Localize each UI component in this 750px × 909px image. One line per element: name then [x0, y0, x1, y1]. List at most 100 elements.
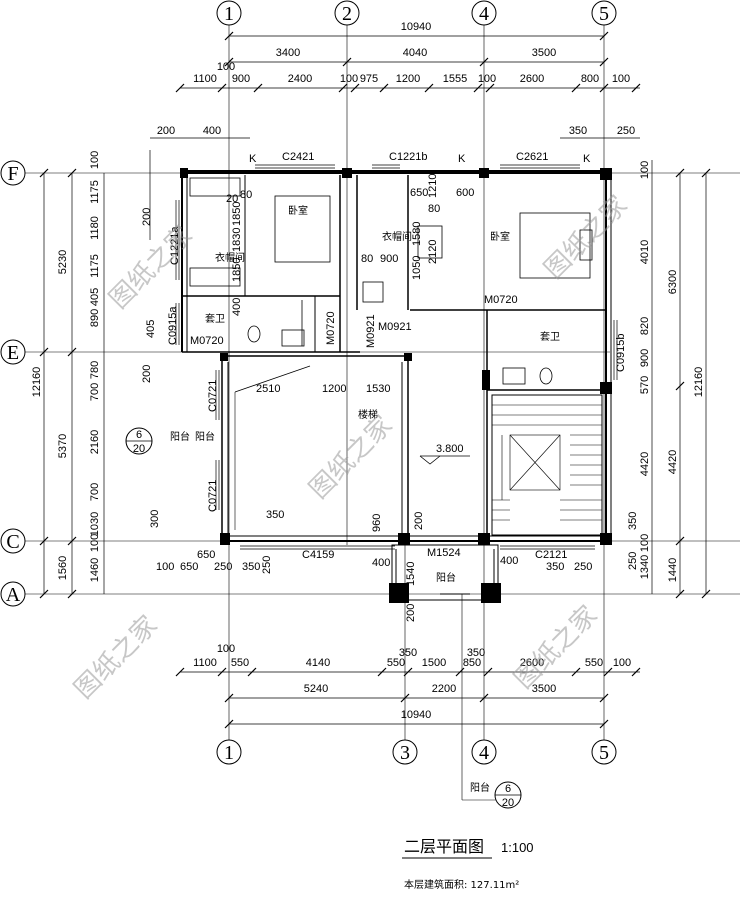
- room-closet-mid: 衣帽间: [382, 230, 412, 243]
- dim-int-7: 200: [141, 208, 153, 226]
- fixtures: [189, 177, 593, 385]
- axis-bubbles: [0, 0, 617, 765]
- code-M0720-left: M0720: [190, 335, 224, 347]
- watermark-1: 图纸之家: [104, 220, 199, 315]
- code-C2121: C2121: [535, 549, 567, 561]
- dim-top-row2-6: 1200: [396, 73, 420, 85]
- dim-int-16: 80: [361, 253, 373, 265]
- room-balcony-side-b: 阳台: [195, 430, 215, 443]
- dim-left-row2-11: 100: [89, 534, 101, 552]
- dim-top-row1-a: 3400: [276, 47, 300, 59]
- axis-label-bottom-5: 5: [599, 742, 609, 764]
- dimension-lines: [43, 35, 707, 725]
- dim-int-32: 1540: [405, 562, 417, 586]
- axis-label-C: C: [6, 531, 19, 553]
- detail-ref-left-num: 6: [136, 429, 142, 441]
- room-balcony-ref: 阳台: [470, 781, 490, 794]
- dim-bot-row1-1: 1100: [193, 657, 217, 669]
- dim-left-row1-2: 1560: [57, 556, 69, 580]
- dim-right-row2-4: 570: [639, 376, 651, 394]
- dim-int-0: 80: [240, 189, 252, 201]
- dim-left-row2-7: 780: [89, 361, 101, 379]
- code-K-1: K: [249, 153, 257, 165]
- dim-int-8: 200: [141, 365, 153, 383]
- dim-right-row2-7: 1340: [639, 555, 651, 579]
- code-C0721-upper: C0721: [207, 380, 219, 412]
- dim-left-row2-8: 2160: [89, 430, 101, 454]
- dim-top-row2-10: 800: [581, 73, 599, 85]
- dim-bot-row1-0: 100: [217, 643, 235, 655]
- code-M0720-mid: M0720: [325, 311, 337, 345]
- dim-int-17: 600: [456, 187, 474, 199]
- dim-int-4: 1850: [231, 258, 243, 282]
- dim-top-row2-9: 2600: [520, 73, 544, 85]
- axis-label-F: F: [7, 163, 18, 185]
- dim-right-row2-1: 4010: [639, 240, 651, 264]
- dim-top-row2-2: 900: [232, 73, 250, 85]
- axis-label-top-2: 2: [342, 3, 352, 25]
- dim-int-30: 250: [261, 556, 273, 574]
- dim-int-22: 350: [266, 509, 284, 521]
- code-C2621: C2621: [516, 151, 548, 163]
- dim-int-13: 1050: [411, 256, 423, 280]
- detail-ref-bottom-num: 6: [505, 783, 511, 795]
- dim-int-11: 1210: [427, 174, 439, 198]
- dim-int-33: 200: [405, 604, 417, 622]
- dim-top-row2-7: 1555: [443, 73, 467, 85]
- dim-right-row1-1: 4420: [667, 450, 679, 474]
- dim-left-row1-1: 5370: [57, 434, 69, 458]
- dim-int-27: 650: [180, 561, 198, 573]
- dim-int-21: 1530: [366, 383, 390, 395]
- code-C1221b: C1221b: [389, 151, 428, 163]
- code-K-3: K: [583, 153, 591, 165]
- dim-left-row2-5: 405: [89, 288, 101, 306]
- dim-int-24: 200: [413, 512, 425, 530]
- dim-int-35: 350: [546, 561, 564, 573]
- code-M1524: M1524: [427, 547, 461, 559]
- dim-right-total: 12160: [693, 367, 705, 398]
- dim-top-small-0: 200: [157, 125, 175, 137]
- dim-int-23: 960: [371, 514, 383, 532]
- dim-top-row2-3: 2400: [288, 73, 312, 85]
- dim-left-total: 12160: [31, 367, 43, 398]
- dim-left-row2-12: 1460: [89, 558, 101, 582]
- dim-int-26: 100: [156, 561, 174, 573]
- axis-label-bottom-4: 4: [479, 742, 489, 764]
- dim-left-row2-9: 700: [89, 483, 101, 501]
- code-C0915b: C0915b: [615, 333, 627, 372]
- dim-int-1: 20: [226, 193, 238, 205]
- dim-int-36: 250: [574, 561, 592, 573]
- dim-bot-row2-1: 2200: [432, 683, 456, 695]
- dim-bot-row2-0: 5240: [304, 683, 328, 695]
- axis-label-top-5: 5: [599, 3, 609, 25]
- dim-left-row2-3: 1175: [89, 254, 101, 278]
- watermark-2: 图纸之家: [304, 410, 399, 505]
- dim-int-6: 405: [145, 320, 157, 338]
- room-bath-left: 套卫: [205, 312, 225, 325]
- dim-top-row2-11: 100: [612, 73, 630, 85]
- axis-label-A: A: [6, 584, 21, 606]
- dim-left-row2-4: 890: [89, 309, 101, 327]
- axis-label-bottom-3: 3: [400, 742, 410, 764]
- dim-int-28: 250: [214, 561, 232, 573]
- room-bedroom-left: 卧室: [288, 204, 308, 217]
- detail-reference-bottom: 6 20: [461, 594, 522, 809]
- dim-bot-total: 10940: [401, 709, 432, 721]
- staircase: [492, 404, 602, 521]
- detail-ref-left-sheet: 20: [133, 443, 145, 455]
- dim-int-20: 1200: [322, 383, 346, 395]
- axis-label-bottom-1: 1: [224, 742, 234, 764]
- dim-int-25: 300: [149, 510, 161, 528]
- room-stair-label: 楼梯: [358, 408, 378, 421]
- dim-left-row2-6: 700: [89, 383, 101, 401]
- dim-bot-row1-2: 550: [231, 657, 249, 669]
- code-K-2: K: [458, 153, 466, 165]
- code-C2421: C2421: [282, 151, 314, 163]
- code-M0921-h: M0921: [378, 321, 412, 333]
- dim-left-row2-0: 100: [89, 151, 101, 169]
- dim-bot-small-0: 350: [399, 647, 417, 659]
- dim-int-18: 650: [410, 187, 428, 199]
- watermark-4: 图纸之家: [69, 610, 164, 705]
- axis-label-top-4: 4: [479, 3, 489, 25]
